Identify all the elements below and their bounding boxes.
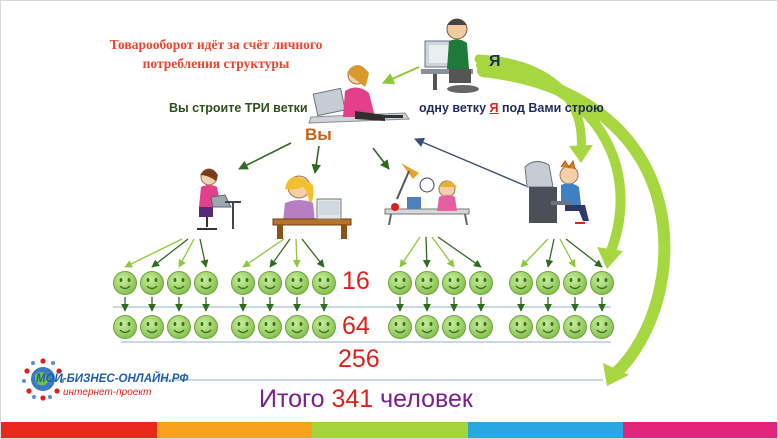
logo-title: МОЙ-БИЗНЕС-ОНЛАЙН.РФ xyxy=(36,373,189,385)
smiley-face-icon xyxy=(536,271,560,295)
count-level-3: 64 xyxy=(342,312,370,340)
fan-arrow xyxy=(565,238,603,268)
smiley-face-icon xyxy=(113,315,137,339)
smiley-face-icon xyxy=(469,271,493,295)
stressed-man-computer-icon xyxy=(524,159,589,224)
color-bar xyxy=(1,422,777,438)
smiley-face-icon xyxy=(194,271,218,295)
label-one-branch: одну ветку Я под Вами строю xyxy=(419,101,604,115)
fan-arrow xyxy=(178,238,195,268)
smiley-face-icon xyxy=(415,315,439,339)
smiley-face-icon xyxy=(113,271,137,295)
smiley-face-icon xyxy=(415,271,439,295)
fan-arrow xyxy=(431,236,455,268)
smiley-face-icon xyxy=(285,315,309,339)
woman-at-desk-icon xyxy=(272,175,352,239)
fan-arrow xyxy=(124,238,183,268)
label-one-branch-before: одну ветку xyxy=(419,101,490,115)
color-bar-segment xyxy=(1,422,157,438)
smiley-face-icon xyxy=(442,315,466,339)
smiley-face-icon xyxy=(140,315,164,339)
computer-user-icon xyxy=(421,18,479,93)
fan-arrow xyxy=(242,238,285,268)
logo-subtitle: интернет-проект xyxy=(63,387,152,398)
fan-arrow xyxy=(559,238,576,268)
fan-arrow xyxy=(301,238,325,268)
color-bar-segment xyxy=(623,422,777,438)
fan-arrow xyxy=(437,236,482,268)
headline-line-2: потребления структуры xyxy=(142,56,290,71)
headline-line-1: Товарооборот идёт за счёт личного xyxy=(109,37,323,52)
smiley-face-icon xyxy=(258,315,282,339)
smiley-face-icon xyxy=(140,271,164,295)
fan-arrow xyxy=(399,236,421,268)
smiley-face-icon xyxy=(590,271,614,295)
smiley-face-icon xyxy=(388,271,412,295)
woman-at-laptop-icon xyxy=(197,168,241,230)
smiley-face-icon xyxy=(167,271,191,295)
fan-arrow xyxy=(269,238,291,268)
label-you: Вы xyxy=(305,125,332,144)
label-me: Я xyxy=(489,53,501,70)
smiley-face-icon xyxy=(536,315,560,339)
smiley-face-icon xyxy=(563,271,587,295)
fan-arrow xyxy=(422,236,431,268)
total-after: человек xyxy=(373,385,473,413)
smiley-face-icon xyxy=(231,271,255,295)
woman-at-cluttered-desk-icon xyxy=(384,163,470,226)
smiley-face-icon xyxy=(167,315,191,339)
count-level-4: 256 xyxy=(338,345,380,373)
smiley-face-icon xyxy=(509,315,533,339)
label-one-branch-after: под Вами строю xyxy=(498,101,604,115)
fan-arrow xyxy=(199,238,209,268)
smiley-face-icon xyxy=(231,315,255,339)
smiley-face-icon xyxy=(312,271,336,295)
smiley-face-icon xyxy=(285,271,309,295)
big-arrow-to-level4 xyxy=(477,65,671,379)
fan-arrow xyxy=(151,238,189,268)
color-bar-segment xyxy=(312,422,468,438)
smiley-face-icon xyxy=(442,271,466,295)
total-number: 341 xyxy=(331,385,374,413)
label-one-branch-highlight: Я xyxy=(489,101,499,115)
label-three-branches: Вы строите ТРИ ветки xyxy=(169,101,308,115)
total-before: Итого xyxy=(259,385,332,413)
logo-globe-icon xyxy=(22,358,64,401)
fan-arrow xyxy=(545,238,555,268)
arrow-right-branch-to-you xyxy=(414,137,527,187)
headline: Товарооборот идёт за счёт личного потреб… xyxy=(71,35,361,73)
fan-arrow xyxy=(520,238,549,268)
arrow-me-to-you xyxy=(381,66,420,85)
count-level-2: 16 xyxy=(342,267,370,295)
smiley-face-icon xyxy=(258,271,282,295)
total-summary: Итого 341 человек xyxy=(259,385,473,414)
smiley-face-icon xyxy=(194,315,218,339)
smiley-face-icon xyxy=(469,315,493,339)
smiley-face-icon xyxy=(388,315,412,339)
fan-arrow xyxy=(292,238,301,268)
color-bar-segment xyxy=(467,422,624,438)
smiley-face-icon xyxy=(563,315,587,339)
smiley-face-icon xyxy=(590,315,614,339)
woman-at-laptop-icon xyxy=(308,65,410,124)
smiley-face-icon xyxy=(312,315,336,339)
smiley-face-icon xyxy=(509,271,533,295)
color-bar-segment xyxy=(156,422,313,438)
